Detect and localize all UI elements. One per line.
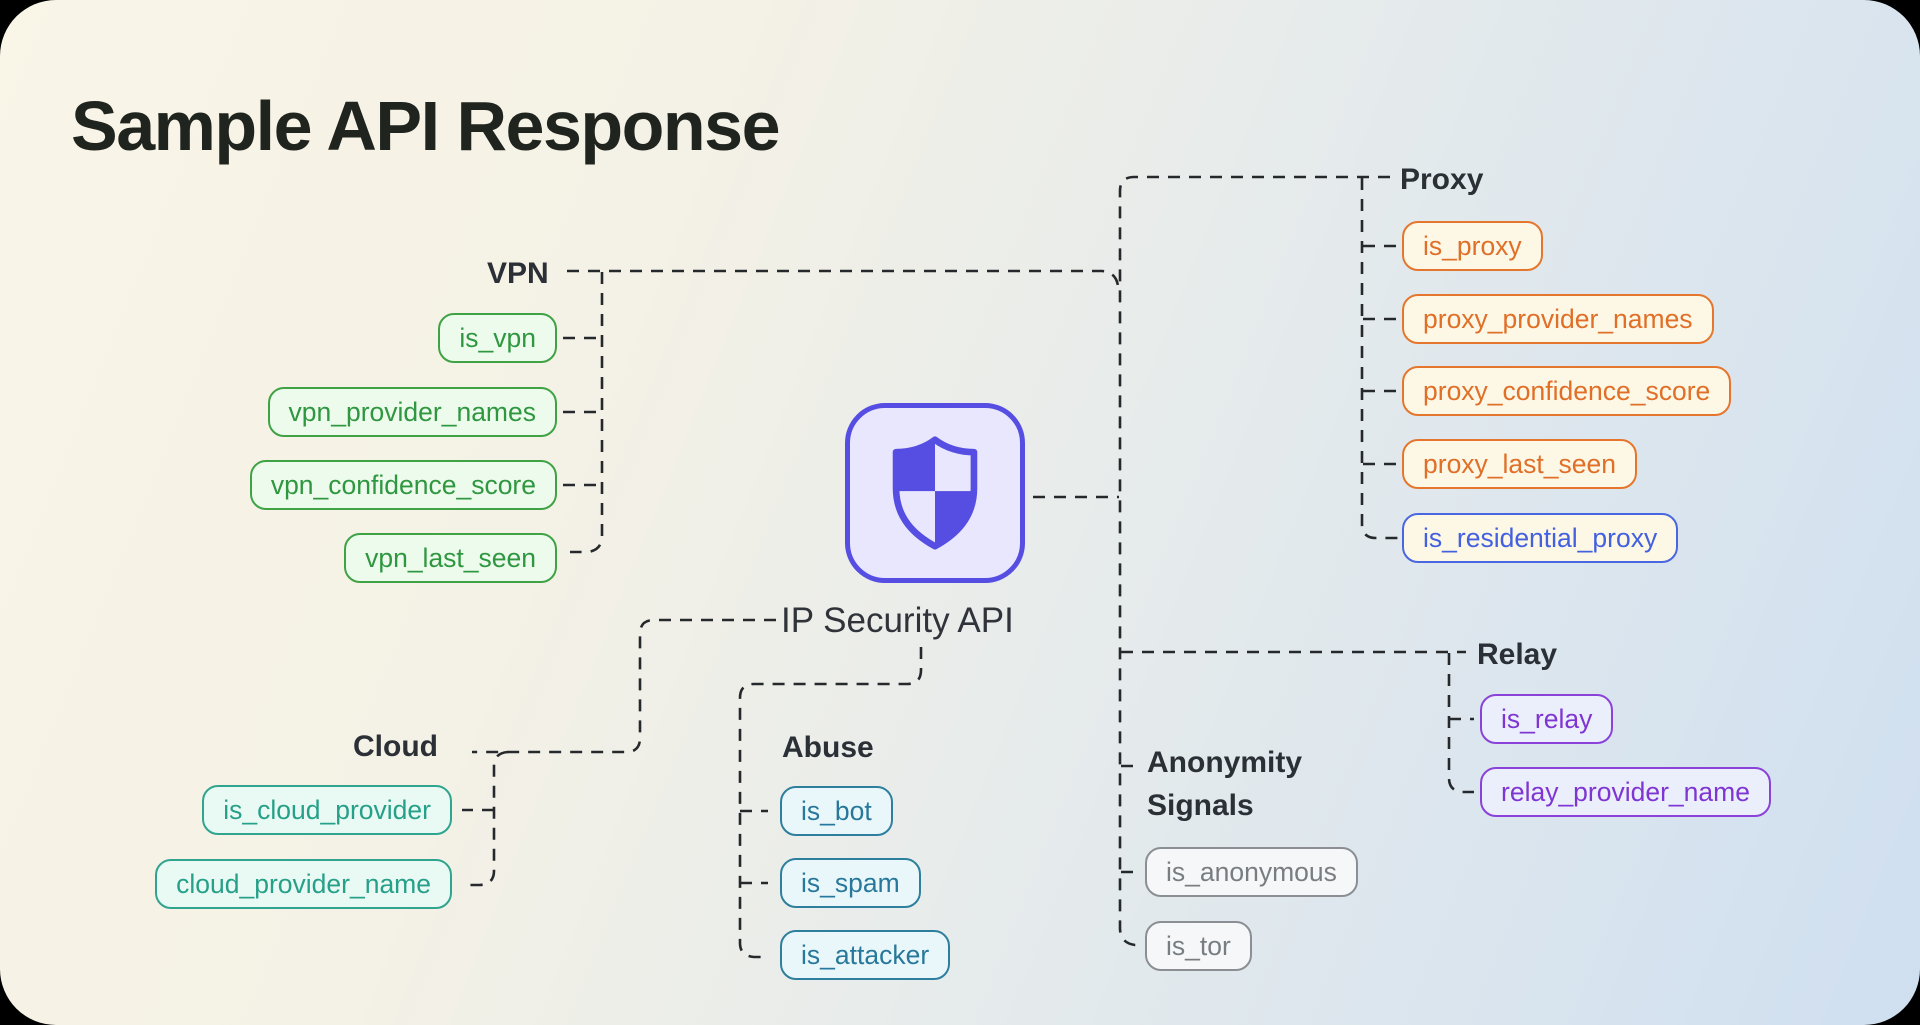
field-pill-is_relay: is_relay	[1480, 694, 1614, 744]
group-label-relay: Relay	[1477, 638, 1558, 671]
connector-anonymity-stubs	[1121, 764, 1140, 874]
group-label-abuse: Abuse	[782, 731, 874, 764]
connector-proxy-vertical	[1360, 178, 1398, 540]
shield-checkered-icon	[887, 436, 983, 550]
connector-cloud-path	[472, 618, 776, 754]
field-pill-is_anonymous: is_anonymous	[1145, 847, 1358, 897]
field-pill-is_bot: is_bot	[780, 786, 893, 836]
field-pill-is_vpn: is_vpn	[438, 313, 557, 363]
connector-cloud-vertical	[462, 750, 509, 887]
field-pill-relay_provider_name: relay_provider_name	[1480, 767, 1771, 817]
field-pill-is_residential_proxy: is_residential_proxy	[1402, 513, 1679, 563]
field-pill-proxy_last_seen: proxy_last_seen	[1402, 439, 1637, 489]
field-pill-proxy_provider_names: proxy_provider_names	[1402, 294, 1714, 344]
group-label-anonymity: Anonymity Signals	[1147, 746, 1303, 822]
field-pill-vpn_last_seen: vpn_last_seen	[344, 533, 557, 583]
connector-vpn-horizontal	[567, 269, 1120, 287]
connector-abuse-path	[738, 647, 923, 959]
connector-spine	[1118, 175, 1390, 947]
group-label-cloud: Cloud	[353, 730, 438, 763]
field-pill-vpn_provider_names: vpn_provider_names	[267, 387, 557, 437]
connector-relay-vertical	[1447, 653, 1474, 794]
field-pill-is_spam: is_spam	[780, 858, 921, 908]
connector-vpn-vertical	[563, 272, 604, 554]
page-title: Sample API Response	[71, 87, 781, 165]
field-pill-proxy_confidence_score: proxy_confidence_score	[1402, 366, 1732, 416]
field-pill-cloud_provider_name: cloud_provider_name	[155, 859, 452, 909]
field-pill-is_attacker: is_attacker	[780, 930, 951, 980]
group-label-proxy: Proxy	[1400, 163, 1484, 196]
field-pill-is_proxy: is_proxy	[1402, 221, 1543, 271]
field-pill-vpn_confidence_score: vpn_confidence_score	[249, 460, 557, 510]
api-node	[845, 403, 1025, 583]
field-pill-is_tor: is_tor	[1145, 921, 1252, 971]
field-pill-is_cloud_provider: is_cloud_provider	[202, 785, 452, 835]
api-node-label: IP Security API	[781, 601, 1014, 640]
group-label-vpn: VPN	[487, 257, 549, 290]
